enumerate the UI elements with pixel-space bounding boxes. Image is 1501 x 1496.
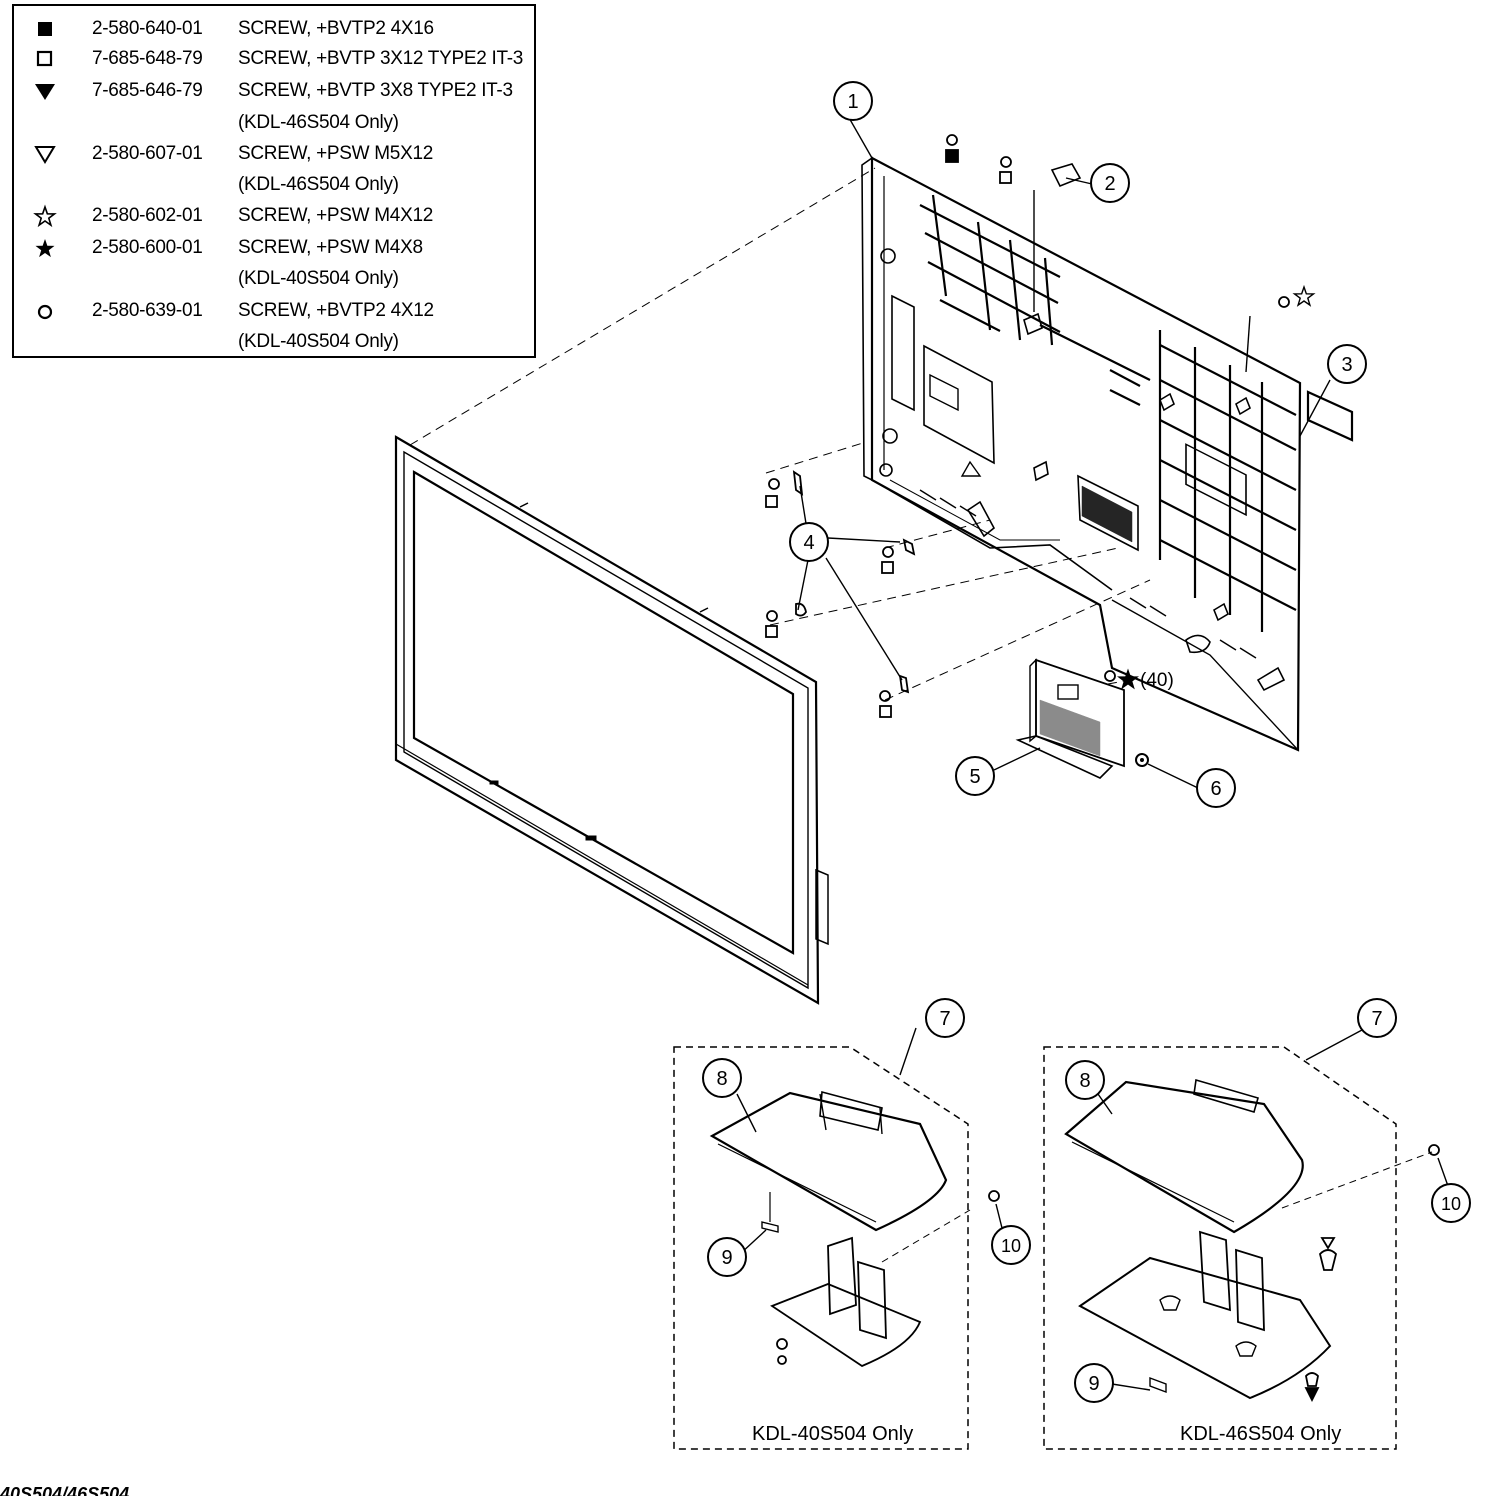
callout-10: 10 xyxy=(991,1225,1031,1265)
callout-number: 8 xyxy=(716,1068,727,1090)
callout-circle xyxy=(925,998,965,1038)
legend-description: SCREW, +BVTP2 4X16 xyxy=(238,18,434,39)
legend-note: (KDL-40S504 Only) xyxy=(238,331,399,352)
callout-circle xyxy=(1431,1183,1471,1223)
callout-circle xyxy=(1065,1060,1105,1100)
callout-circle xyxy=(955,756,995,796)
callout-3: 3 xyxy=(1327,344,1367,384)
legend-part-number: 2-580-640-01 xyxy=(92,18,203,39)
callout-5: 5 xyxy=(955,756,995,796)
legend-description: SCREW, +BVTP 3X12 TYPE2 IT-3 xyxy=(238,48,523,69)
legend-part-number: 7-685-646-79 xyxy=(92,80,203,101)
legend-description: SCREW, +BVTP 3X8 TYPE2 IT-3 xyxy=(238,80,513,101)
callout-number: 9 xyxy=(721,1247,732,1269)
callout-7: 7 xyxy=(1357,998,1397,1038)
front-bezel-panel xyxy=(394,435,829,1005)
callout-1: 1 xyxy=(833,81,873,121)
legend-part-number: 2-580-602-01 xyxy=(92,205,203,226)
callout-numbers: 1 2 3 4 5 6 7 7 8 8 9 9 10 10 xyxy=(702,81,1471,1403)
open-star-icon xyxy=(32,203,58,229)
bracket-part xyxy=(1050,163,1082,188)
callout-number: 8 xyxy=(1079,1070,1090,1092)
callout-number: 4 xyxy=(803,532,814,554)
callout-number: 10 xyxy=(1441,1194,1461,1214)
open-triangle-icon xyxy=(32,141,58,167)
open-circle-icon xyxy=(32,298,58,324)
callout-circle xyxy=(1196,768,1236,808)
nut-part xyxy=(1135,753,1149,767)
stand-46-assembly xyxy=(1043,1029,1449,1450)
callout-10: 10 xyxy=(1431,1183,1471,1223)
screw-quantity-label: (40) xyxy=(1140,670,1174,691)
rear-cover xyxy=(861,156,1302,752)
callout-9: 9 xyxy=(1074,1363,1114,1403)
callout-number: 6 xyxy=(1210,778,1221,800)
callout-circle xyxy=(702,1058,742,1098)
callout-number: 9 xyxy=(1088,1373,1099,1395)
callout-8: 8 xyxy=(1065,1060,1105,1100)
legend-part-number: 2-580-600-01 xyxy=(92,237,203,258)
callout-2: 2 xyxy=(1090,163,1130,203)
callout-circle xyxy=(1327,344,1367,384)
legend-part-number: 7-685-648-79 xyxy=(92,48,203,69)
callout-9: 9 xyxy=(707,1237,747,1277)
callout-circle xyxy=(991,1225,1031,1265)
stand-40-assembly xyxy=(673,1027,1003,1450)
callout-number: 10 xyxy=(1001,1236,1021,1256)
callout-number: 1 xyxy=(847,91,858,113)
callout-number: 5 xyxy=(969,766,980,788)
legend-note: (KDL-46S504 Only) xyxy=(238,112,399,133)
callout-circle xyxy=(1074,1363,1114,1403)
open-square-icon xyxy=(32,46,58,72)
callout-6: 6 xyxy=(1196,768,1236,808)
legend-part-number: 2-580-639-01 xyxy=(92,300,203,321)
callout-number: 2 xyxy=(1104,173,1115,195)
legend-description: SCREW, +PSW M4X12 xyxy=(238,205,433,226)
callout-circle xyxy=(1357,998,1397,1038)
callout-4: 4 xyxy=(789,522,829,562)
stand-label-40: KDL-40S504 Only xyxy=(752,1423,914,1445)
legend-description: SCREW, +BVTP2 4X12 xyxy=(238,300,434,321)
filled-square-icon xyxy=(32,16,58,42)
stand-label-46: KDL-46S504 Only xyxy=(1180,1423,1342,1445)
legend-part-number: 2-580-607-01 xyxy=(92,143,203,164)
label-sheet xyxy=(1306,390,1354,442)
callout-number: 7 xyxy=(939,1008,950,1030)
callout-circle xyxy=(1090,163,1130,203)
filled-triangle-icon xyxy=(32,78,58,104)
callout-number: 7 xyxy=(1371,1008,1382,1030)
legend-note: (KDL-40S504 Only) xyxy=(238,268,399,289)
filled-star-icon xyxy=(32,235,58,261)
footer-model-text: 40S504/46S504 xyxy=(0,1484,129,1496)
stand-bracket xyxy=(1015,658,1125,779)
callout-7: 7 xyxy=(925,998,965,1038)
callout-8: 8 xyxy=(702,1058,742,1098)
screw-markers xyxy=(765,134,1440,1403)
screw-legend-table: 2-580-640-01 SCREW, +BVTP2 4X16 7-685-64… xyxy=(12,4,536,358)
callout-number: 3 xyxy=(1341,354,1352,376)
legend-description: SCREW, +PSW M5X12 xyxy=(238,143,433,164)
legend-description: SCREW, +PSW M4X8 xyxy=(238,237,423,258)
leader-lines xyxy=(797,115,1331,789)
legend-note: (KDL-46S504 Only) xyxy=(238,174,399,195)
callout-circle xyxy=(707,1237,747,1277)
callout-circle xyxy=(789,522,829,562)
callout-circle xyxy=(833,81,873,121)
